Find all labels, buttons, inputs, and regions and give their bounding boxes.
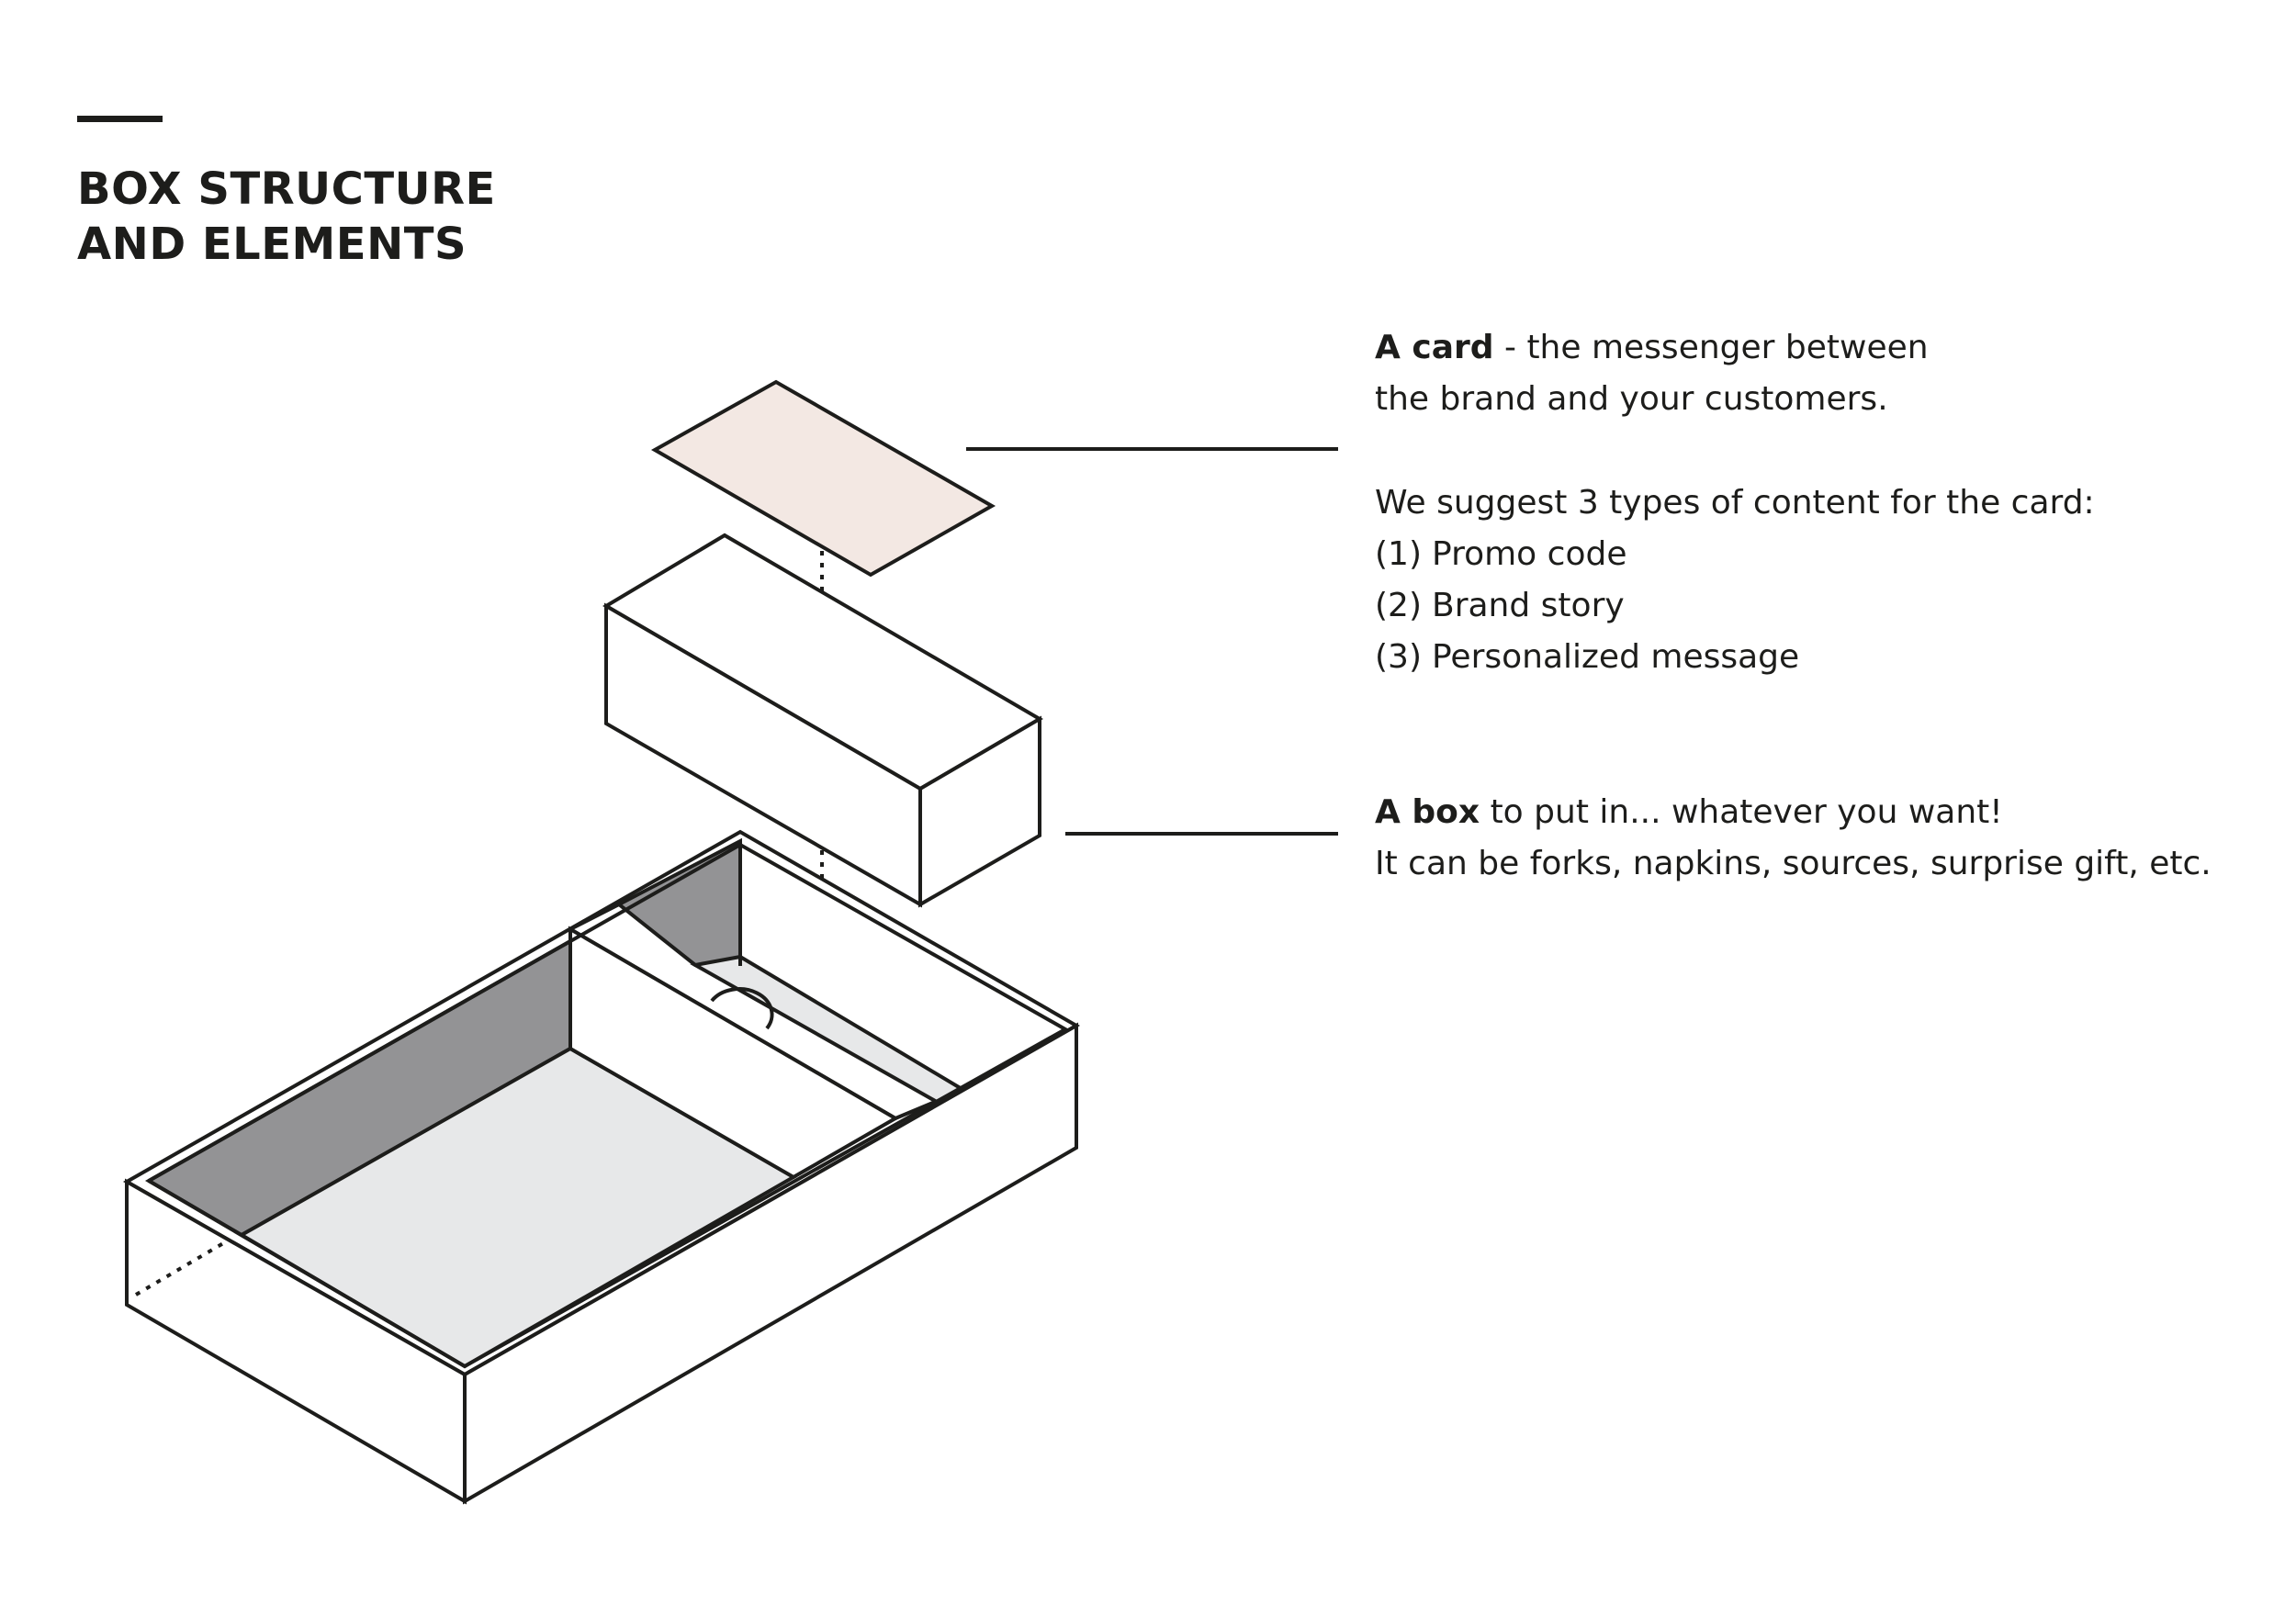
card-content-item-2: (2) Brand story <box>1375 580 2095 632</box>
box-callout-line-1-rest: to put in... whatever you want! <box>1480 793 2003 831</box>
card-content-item-2-label: Brand story <box>1432 587 1625 624</box>
card-callout-line-1: A card - the messenger between <box>1375 322 2095 374</box>
page-title-line-1: BOX STRUCTURE <box>77 163 496 215</box>
divider-front <box>568 926 899 1180</box>
card-shape <box>650 379 996 578</box>
box-callout-line-2: It can be forks, napkins, sources, surpr… <box>1375 845 2212 882</box>
page-title-line-2: AND ELEMENTS <box>77 219 467 270</box>
card-callout-line-1-rest: - the messenger between <box>1493 329 1929 366</box>
card-callout-spacer <box>1375 425 2095 477</box>
slot-finger-notch <box>710 987 774 1030</box>
title-accent-rule <box>77 116 163 122</box>
card-content-item-1-number: (1) <box>1375 535 1422 573</box>
card-callout-term: A card <box>1375 329 1494 366</box>
page-title: BOX STRUCTURE AND ELEMENTS <box>77 162 496 272</box>
card-content-item-3-label: Personalized message <box>1432 638 1800 676</box>
card-content-item-2-number: (2) <box>1375 587 1422 624</box>
card-callout: A card - the messenger between the brand… <box>1375 322 2095 683</box>
card-content-item-1-label: Promo code <box>1432 535 1627 573</box>
box-callout: A box to put in... whatever you want! It… <box>1375 787 2212 890</box>
card-suggestion-line: We suggest 3 types of content for the ca… <box>1375 484 2095 522</box>
card-callout-line-2: the brand and your customers. <box>1375 380 1888 418</box>
box-callout-term: A box <box>1375 793 1480 831</box>
card-content-item-3: (3) Personalized message <box>1375 632 2095 683</box>
card-content-item-1: (1) Promo code <box>1375 529 2095 580</box>
tray-side-wall <box>463 1022 1078 1505</box>
card-content-item-3-number: (3) <box>1375 638 1422 676</box>
lid-side-face <box>918 715 1041 908</box>
tray-rim-inner-edge <box>147 842 1070 1369</box>
box-callout-line-1: A box to put in... whatever you want! <box>1375 787 2212 838</box>
